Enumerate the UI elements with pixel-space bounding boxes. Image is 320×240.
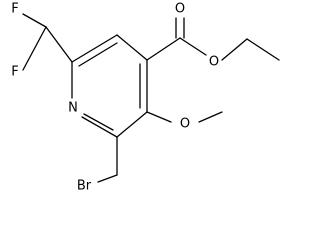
atom-carbonyl-oxygen: O (175, 2, 185, 17)
atom-ring-nitrogen: N (68, 101, 78, 116)
atom-bromine: Br (77, 179, 92, 194)
bond-ring-c6-c5-double (78, 42, 118, 67)
bond-ring-c6-c5 (71, 34, 118, 63)
bond-c-f-left (22, 26, 47, 71)
bond-ring-c3-c2 (116, 111, 148, 138)
atom-fluorine-top: F (11, 2, 18, 17)
bond-methoxy-o-ch3 (198, 111, 223, 123)
bond-ester-o-ch2 (221, 38, 248, 61)
atom-ester-oxygen: O (209, 55, 219, 70)
chemical-structure: F F O O N O Br (11, 2, 280, 194)
bond-ring-c5-c4 (116, 34, 148, 61)
bond-carbonyl-ester-o (179, 37, 207, 56)
bond-ring-c2-n-double (83, 113, 114, 131)
bond-ring-carbonyl (146, 37, 181, 61)
bond-ch2-ch3 (246, 38, 280, 61)
bond-ring-c2-n (81, 116, 118, 138)
bond-ch2-br (97, 174, 118, 183)
bonds (22, 13, 280, 183)
bond-ring-methoxy-o (146, 111, 172, 123)
atom-labels: F F O O N O Br (11, 2, 219, 194)
atom-fluorine-left: F (11, 65, 18, 80)
bond-c-f-top (22, 13, 47, 28)
bond-chf2-ring (45, 26, 73, 63)
atom-methoxy-oxygen: O (180, 117, 190, 132)
